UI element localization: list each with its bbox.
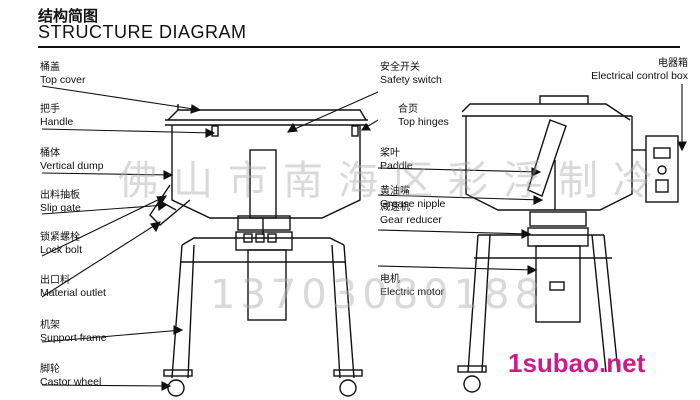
left-top-cover xyxy=(167,109,367,121)
right-top-hinges xyxy=(461,103,631,121)
right-electrical-control-box xyxy=(645,135,679,203)
left-handle xyxy=(211,125,219,137)
label-grease-nipple-cn: 黄油嘴 xyxy=(380,186,410,197)
left-castor-wheel xyxy=(167,379,185,397)
label-material-outlet-cn: 出口料 xyxy=(40,275,70,286)
label-castor-wheel: 脚轮 Castor wheel xyxy=(40,364,101,388)
label-paddle: 桨叶 Paddle xyxy=(380,148,413,172)
label-slip-gate-cn: 出料抽板 xyxy=(40,190,80,201)
label-electrical-control-box-cn: 电器箱 xyxy=(658,58,688,69)
label-electrical-control-box-en: Electrical control box xyxy=(591,70,688,82)
watermark-phone: 13703080188 xyxy=(210,272,545,318)
label-safety-switch-cn: 安全开关 xyxy=(380,62,420,73)
label-handle-cn: 把手 xyxy=(40,104,60,115)
diagram-title-cn: 结构简图 xyxy=(38,7,99,25)
left-motor xyxy=(247,249,287,321)
label-paddle-cn: 桨叶 xyxy=(380,148,400,159)
label-castor-wheel-cn: 脚轮 xyxy=(40,364,60,375)
label-top-hinges-cn: 合页 xyxy=(398,104,418,115)
right-electric-motor xyxy=(535,245,581,323)
label-slip-gate-en: Slip gate xyxy=(40,202,81,214)
label-lock-bolt-cn: 锁紧螺栓 xyxy=(40,232,80,243)
label-top-hinges-en: Top hinges xyxy=(398,116,449,128)
label-grease-nipple: 黄油嘴 Grease nipple xyxy=(380,186,445,210)
label-electric-motor-cn: 电机 xyxy=(380,274,400,285)
right-mixer xyxy=(457,95,679,393)
label-vertical-dump-en: Vertical dump xyxy=(40,160,104,172)
label-paddle-en: Paddle xyxy=(380,160,413,172)
diagram-title-en: STRUCTURE DIAGRAM xyxy=(38,22,247,42)
right-paddle xyxy=(527,119,567,197)
left-support-frame xyxy=(171,244,195,379)
label-vertical-dump: 桶体 Vertical dump xyxy=(40,148,104,172)
title-divider xyxy=(38,46,680,48)
label-material-outlet: 出口料 Material outlet xyxy=(40,275,106,299)
site-watermark: 1subao.net xyxy=(508,348,646,378)
label-castor-wheel-en: Castor wheel xyxy=(40,376,102,388)
label-support-frame: 机架 Support frame xyxy=(40,320,107,344)
label-handle-en: Handle xyxy=(40,116,74,128)
label-grease-nipple-en: Grease nipple xyxy=(380,198,446,210)
label-safety-switch: 安全开关 Safety switch xyxy=(380,62,442,86)
label-electric-motor-en: Electric motor xyxy=(380,286,445,298)
label-electrical-control-box: 电器箱 Electrical control box xyxy=(591,58,688,82)
label-vertical-dump-cn: 桶体 xyxy=(40,148,60,159)
label-lock-bolt: 锁紧螺栓 Lock bolt xyxy=(40,232,82,256)
label-slip-gate: 出料抽板 Slip gate xyxy=(40,190,81,214)
label-support-frame-en: Support frame xyxy=(40,332,107,344)
label-top-cover-cn: 桶盖 xyxy=(40,62,60,73)
label-electric-motor: 电机 Electric motor xyxy=(380,274,444,298)
label-safety-switch-en: Safety switch xyxy=(380,74,442,86)
label-gear-reducer-en: Gear reducer xyxy=(380,214,442,226)
label-lock-bolt-en: Lock bolt xyxy=(40,244,83,256)
label-top-hinges: 合页 Top hinges xyxy=(398,104,449,128)
label-handle: 把手 Handle xyxy=(40,104,73,128)
label-top-cover-en: Top cover xyxy=(40,74,86,86)
watermark-company: 佛山市南海区彩浮制冷 xyxy=(118,158,668,204)
right-gear-reducer xyxy=(527,227,589,247)
label-gear-reducer-cn: 减速机 xyxy=(380,202,410,213)
label-material-outlet-en: Material outlet xyxy=(40,287,106,299)
label-support-frame-cn: 机架 xyxy=(40,320,60,331)
label-top-cover: 桶盖 Top cover xyxy=(40,62,86,86)
label-gear-reducer: 减速机 Gear reducer xyxy=(380,202,442,226)
